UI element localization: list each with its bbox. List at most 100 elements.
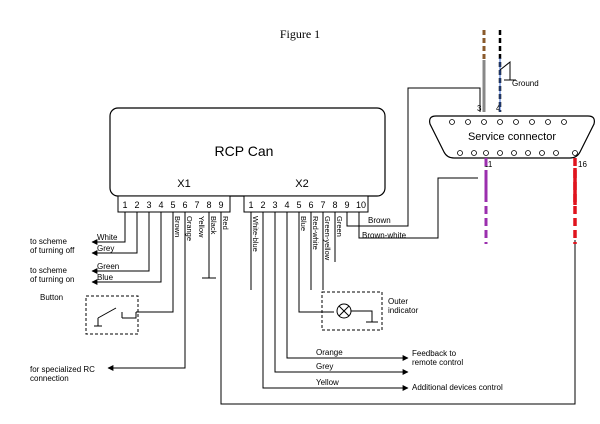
- service-pin-3: 3: [477, 104, 482, 113]
- figure-title: Figure 1: [280, 27, 320, 41]
- x2-pin-9: 9: [344, 200, 349, 210]
- service-pin-top-8: [561, 119, 567, 125]
- x2-pin-8: 8: [332, 200, 337, 210]
- wire-grey: [91, 212, 138, 256]
- x1-left-wires: [91, 212, 576, 405]
- service-pin-bottom-4: [497, 150, 503, 156]
- button-switch-icon: [94, 307, 137, 327]
- service-pin-bottom-2: [471, 150, 477, 156]
- service-pin-11: 11: [484, 160, 493, 169]
- lamp-icon: [336, 303, 378, 323]
- wire-blue: [91, 212, 162, 285]
- x1-pin-9: 9: [218, 200, 223, 210]
- x1-wire-red: Red: [221, 216, 230, 230]
- x1-wire-black: Black: [209, 216, 218, 235]
- x1-pin-8: 8: [206, 200, 211, 210]
- x1-pin-5: 5: [170, 200, 175, 210]
- service-pin-top-2: [465, 119, 471, 125]
- x2-pin-4: 4: [284, 200, 289, 210]
- service-pin-bottom-6: [525, 150, 531, 156]
- x2-wire-red-white: Red-white: [311, 216, 320, 250]
- label-brown-service: Brown: [368, 216, 391, 225]
- service-pin-top-5: [513, 119, 519, 125]
- wire-brown-button: [136, 212, 174, 313]
- service-pin-bottom-9: [572, 150, 578, 156]
- service-pin-bottom-7: [539, 150, 545, 156]
- x2-wire-white-blue: White-blue: [251, 216, 260, 252]
- rc-line1: for specialized RC: [30, 365, 95, 374]
- service-pin-bottom-3: [483, 150, 489, 156]
- rc-line2: connection: [30, 374, 69, 383]
- service-connector: [429, 115, 595, 159]
- service-pin-bottom-5: [511, 150, 517, 156]
- x2-pin-10: 10: [356, 200, 366, 210]
- x1-pin-6: 6: [182, 200, 187, 210]
- outer-indicator-box: [321, 291, 383, 331]
- label-grey: Grey: [97, 244, 114, 253]
- service-pin-top-4: [497, 119, 503, 125]
- x1-wire-orange: Orange: [185, 216, 194, 241]
- wire-orange-rc: [107, 212, 186, 371]
- wire-green: [91, 212, 150, 274]
- x1-connector: [117, 195, 231, 213]
- x1-wire-yellow: Yellow: [197, 216, 206, 238]
- label-brown-white-service: Brown-white: [362, 231, 407, 240]
- x2-pin-7: 7: [320, 200, 325, 210]
- wire-brown-up: [392, 87, 481, 227]
- x1-wire-brown: Brown: [173, 216, 182, 237]
- label-green: Green: [97, 262, 119, 271]
- x2-wire-green: Green: [335, 216, 344, 237]
- wire-grey-2: [274, 212, 409, 375]
- outer-indicator-line1: Outer: [388, 297, 408, 306]
- x1-pin-7: 7: [194, 200, 199, 210]
- label-white: White: [97, 233, 118, 242]
- label-grey-bottom: Grey: [316, 362, 333, 371]
- x2-pin-5: 5: [296, 200, 301, 210]
- x1-pin-4: 4: [158, 200, 163, 210]
- service-pin-16: 16: [578, 160, 587, 169]
- service-connector-label: Service connector: [468, 131, 556, 143]
- x1-label: X1: [177, 178, 190, 190]
- x2-pin-1: 1: [248, 200, 253, 210]
- x2-wire-blue: Blue: [299, 216, 308, 231]
- x2-label: X2: [295, 178, 308, 190]
- wire-white: [91, 212, 126, 245]
- x1-pin-labels: 1 2 3 4 5 6 7 8 9: [122, 200, 223, 210]
- x1-wire-labels: Brown Orange Yellow Black Red: [173, 216, 230, 241]
- x2-wire-labels: White-blue Blue Red-white Green-yellow G…: [251, 216, 344, 261]
- x2-pin-3: 3: [272, 200, 277, 210]
- service-pin-top-3: [481, 119, 487, 125]
- outer-indicator-line2: indicator: [388, 306, 419, 315]
- x1-pin-3: 3: [146, 200, 151, 210]
- service-pin-top-7: [545, 119, 551, 125]
- wire-red-loop: [220, 212, 576, 405]
- x1-pin-1: 1: [122, 200, 127, 210]
- service-pin-top-1: [449, 119, 455, 125]
- x2-pin-6: 6: [308, 200, 313, 210]
- service-pin-bottom-1: [457, 150, 463, 156]
- service-pin-4: 4: [496, 104, 501, 113]
- wire-brown-to-service: [346, 212, 392, 227]
- x2-wire-green-yellow: Green-yellow: [323, 216, 332, 261]
- wire-orange-2: [286, 212, 409, 361]
- feedback-line2: remote control: [412, 358, 463, 367]
- service-connector-pins: [449, 119, 578, 156]
- feedback-line1: Feedback to: [412, 349, 457, 358]
- ground-symbol: [499, 60, 516, 81]
- rcp-can-label: RCP Can: [215, 143, 274, 159]
- service-pin-bottom-8: [553, 150, 559, 156]
- button-label: Button: [40, 293, 63, 302]
- scheme-off-line1: to scheme: [30, 237, 67, 246]
- x1-pin-2: 2: [134, 200, 139, 210]
- button-box: [85, 295, 139, 335]
- additional-devices: Additional devices control: [412, 383, 503, 392]
- label-yellow-bottom: Yellow: [316, 378, 339, 387]
- wire-yellow: [262, 212, 409, 391]
- scheme-off-line2: of turning off: [30, 246, 75, 255]
- x2-pin-labels: 1 2 3 4 5 6 7 8 9 10: [248, 200, 366, 210]
- bottom-cables: [484, 158, 577, 244]
- ground-label: Ground: [512, 79, 539, 88]
- wire-brown-white-to-service: [358, 177, 478, 239]
